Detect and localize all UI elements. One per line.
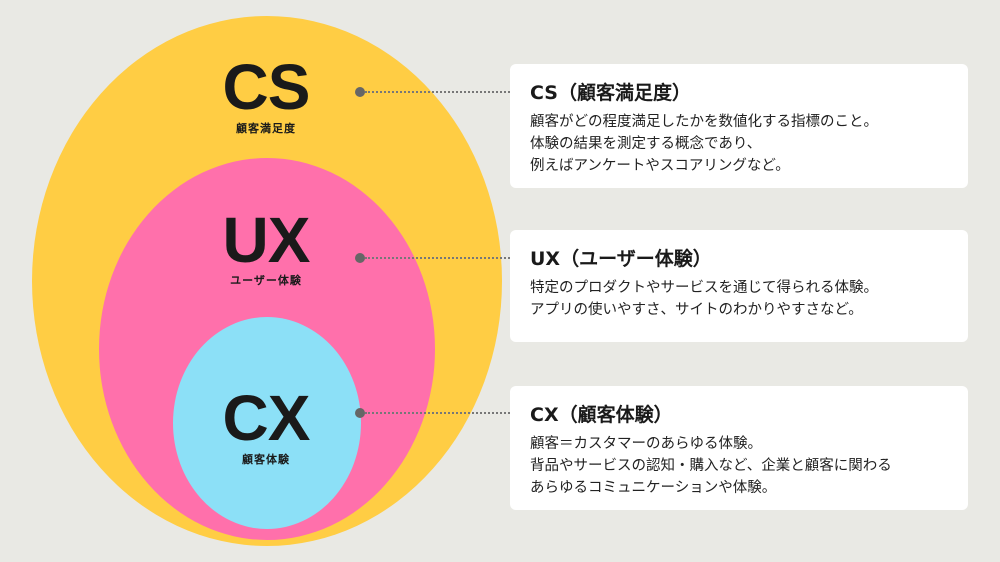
ux-connector-line [365, 257, 510, 259]
ux-card-line: アプリの使いやすさ、サイトのわかりやすさなど。 [530, 302, 863, 318]
cx-subtitle: 顧客体験 [242, 453, 290, 466]
cs-connector-line [365, 91, 510, 93]
cx-connector-dot [355, 408, 365, 418]
cs-card: CS（顧客満足度） 顧客がどの程度満足したかを数値化する指標のこと。 体験の結果… [510, 64, 968, 188]
cx-connector-line [365, 412, 510, 414]
ux-subtitle: ユーザー体験 [230, 274, 302, 287]
cx-card-heading: CX（顧客体験） [530, 404, 673, 426]
ux-card-heading: UX（ユーザー体験） [530, 248, 712, 270]
cx-ellipse [173, 317, 361, 529]
cx-card-line: あらゆるコミュニケーションや体験。 [530, 480, 777, 496]
cx-card: CX（顧客体験） 顧客＝カスタマーのあらゆる体験。 背品やサービスの認知・購入な… [510, 386, 968, 510]
cs-title: CS [222, 51, 311, 123]
cs-connector-dot [355, 87, 365, 97]
cs-card-line: 例えばアンケートやスコアリングなど。 [530, 158, 790, 174]
ux-connector-dot [355, 253, 365, 263]
cs-card-heading: CS（顧客満足度） [530, 82, 691, 104]
ux-card-line: 特定のプロダクトやサービスを通じて得られる体験。 [530, 280, 878, 296]
ux-card: UX（ユーザー体験） 特定のプロダクトやサービスを通じて得られる体験。 アプリの… [510, 230, 968, 342]
ux-title: UX [222, 204, 311, 276]
cx-title: CX [222, 382, 311, 454]
cs-subtitle: 顧客満足度 [236, 122, 296, 135]
cx-card-line: 背品やサービスの認知・購入など、企業と顧客に関わる [530, 458, 892, 474]
cs-card-line: 体験の結果を測定する概念であり、 [530, 136, 762, 152]
cs-card-line: 顧客がどの程度満足したかを数値化する指標のこと。 [530, 114, 878, 130]
cx-card-line: 顧客＝カスタマーのあらゆる体験。 [530, 436, 762, 452]
